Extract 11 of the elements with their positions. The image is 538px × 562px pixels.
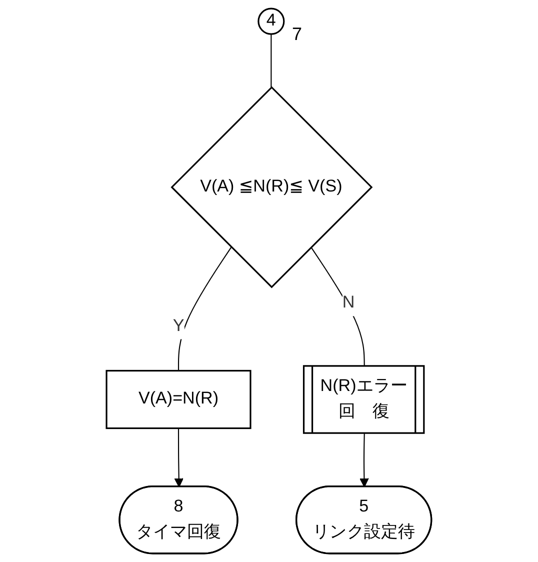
arrow [360, 434, 369, 488]
edge-label: N [342, 294, 355, 312]
node-box [106, 370, 252, 430]
page-number: 7 [292, 24, 302, 46]
node-diamond [170, 86, 373, 288]
arrow [174, 428, 184, 488]
edge-label: Y [172, 316, 184, 336]
connector [270, 34, 272, 88]
node-circle [258, 8, 285, 35]
connector [178, 246, 232, 371]
connector [310, 246, 365, 366]
